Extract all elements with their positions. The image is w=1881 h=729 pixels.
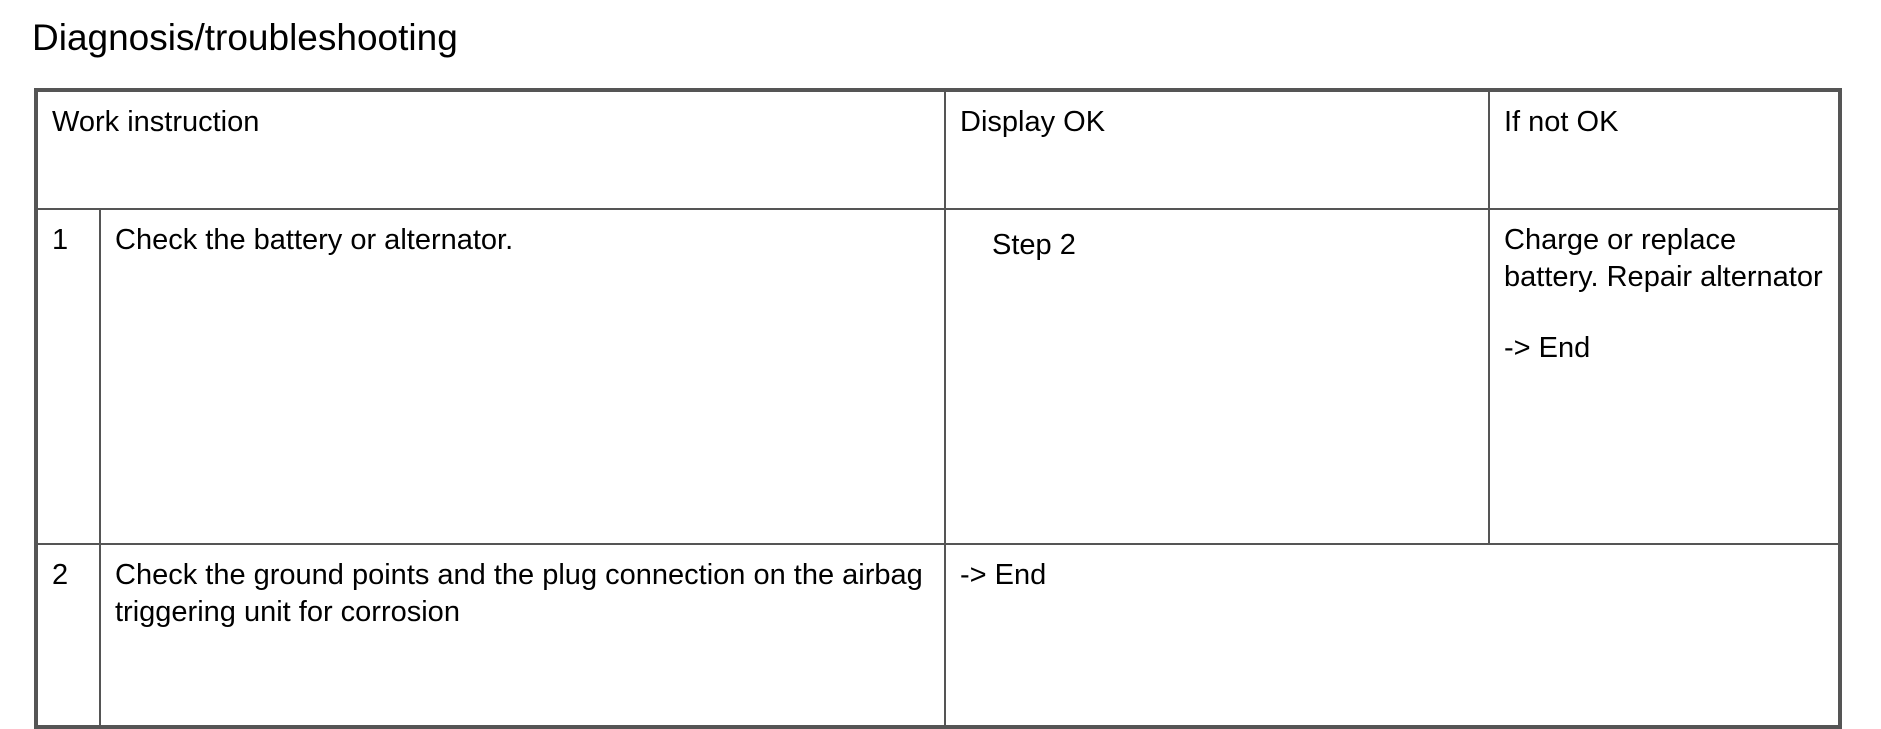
column-header-if-not-ok: If not OK — [1488, 89, 1841, 210]
work-instruction-text: Check the ground points and the plug con… — [99, 543, 946, 728]
step-number: 2 — [35, 543, 101, 728]
table-row: 2 Check the ground points and the plug c… — [35, 543, 1841, 728]
diagnosis-troubleshooting-table: Work instruction Display OK If not OK 1 … — [34, 88, 1842, 729]
document-page: Diagnosis/troubleshooting Work instructi… — [32, 17, 1842, 729]
if-not-ok-cell: Charge or replace battery. Repair altern… — [1488, 208, 1841, 545]
display-ok-text: -> End — [944, 543, 1841, 728]
if-not-ok-end-text: -> End — [1504, 332, 1591, 364]
step-number: 1 — [35, 208, 101, 545]
table-header: Work instruction Display OK If not OK — [35, 89, 1841, 210]
table-header-row: Work instruction Display OK If not OK — [35, 89, 1841, 210]
display-ok-text: Step 2 — [944, 208, 1490, 545]
if-not-ok-text: Charge or replace battery. Repair altern… — [1504, 224, 1823, 293]
table-row: 1 Check the battery or alternator. Step … — [35, 208, 1841, 545]
column-header-display-ok: Display OK — [944, 89, 1490, 210]
column-header-work-instruction: Work instruction — [35, 89, 946, 210]
page-title: Diagnosis/troubleshooting — [32, 17, 458, 58]
table-body: 1 Check the battery or alternator. Step … — [35, 208, 1841, 728]
work-instruction-text: Check the battery or alternator. — [99, 208, 946, 545]
